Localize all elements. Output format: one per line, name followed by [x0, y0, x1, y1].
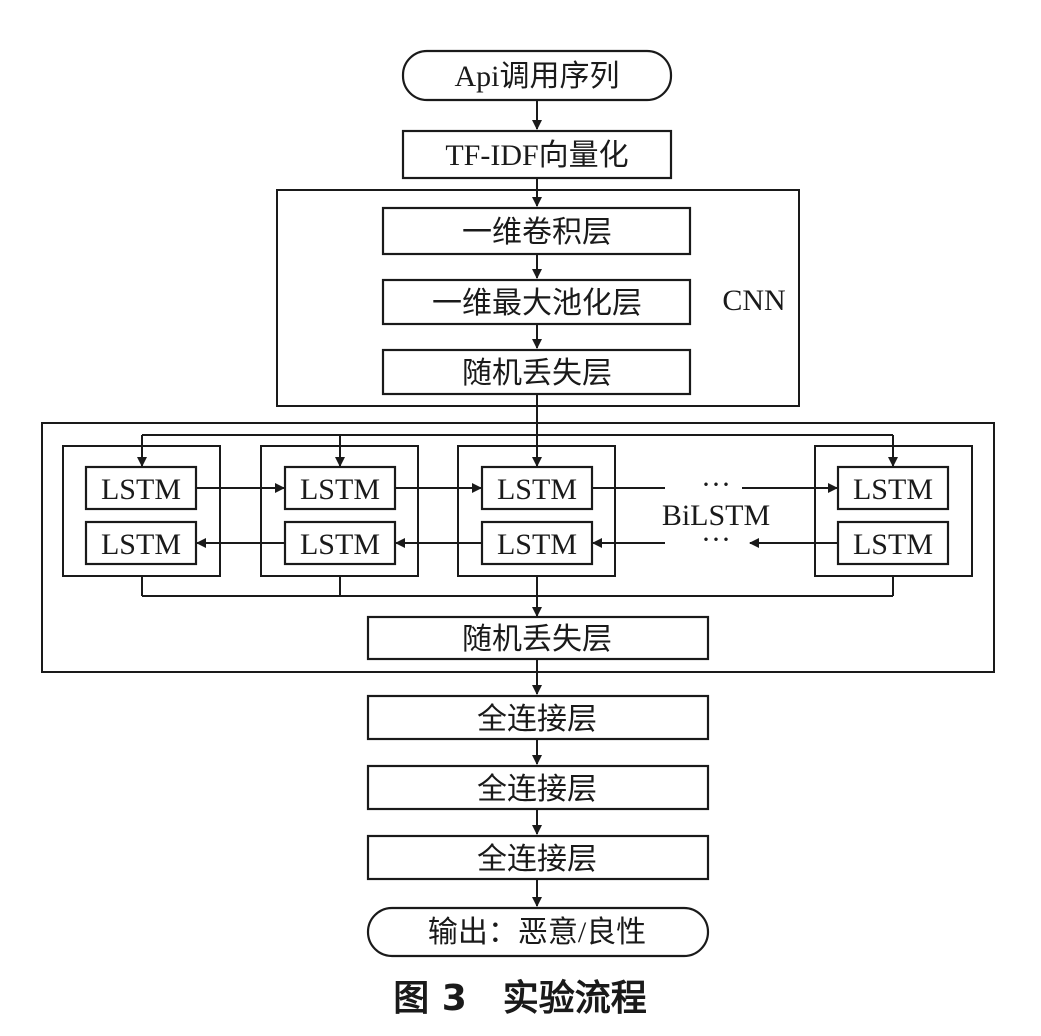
dense-node-3-label: 全连接层: [477, 843, 597, 876]
lstm-forward-2-label: LSTM: [300, 473, 380, 506]
lstm-backward-n-label: LSTM: [853, 528, 933, 561]
bilstm-input-distribution: [137, 434, 898, 467]
figure-caption: 图 3 实验流程: [393, 978, 647, 1019]
dense-node-1: [366, 694, 710, 741]
dense-node-1-label: 全连接层: [477, 703, 597, 736]
lstm-forward-3-label: LSTM: [497, 473, 577, 506]
lstm-forward-1: [84, 465, 198, 511]
tfidf-node: [401, 129, 673, 180]
dropout-cnn-node: [381, 348, 692, 396]
lstm-forward-1-label: LSTM: [101, 473, 181, 506]
lstm-backward-2-label: LSTM: [300, 528, 380, 561]
lstm-forward-n: [836, 465, 950, 511]
lstm-forward-n-label: LSTM: [853, 473, 933, 506]
dropout-bilstm-node: [366, 615, 710, 661]
output-node-label: 输出：恶意/良性: [428, 916, 646, 949]
maxpool1d-node: [381, 278, 692, 326]
maxpool1d-node-label: 一维最大池化层: [432, 287, 642, 320]
dropout-bilstm-node-label: 随机丢失层: [462, 623, 612, 656]
input-node-label: Api调用序列: [455, 60, 620, 93]
lstm-backward-2: [283, 520, 397, 566]
dense-node-3: [366, 834, 710, 881]
output-node: [366, 906, 710, 958]
bilstm-output-merge: [141, 576, 894, 597]
cnn-group-label: CNN: [722, 284, 785, 317]
conv1d-node: [381, 206, 692, 256]
tfidf-node-label: TF-IDF向量化: [445, 139, 628, 172]
lstm-forward-3: [480, 465, 594, 511]
dense-node-2: [366, 764, 710, 811]
conv1d-node-label: 一维卷积层: [462, 216, 612, 249]
forward-ellipsis: ···: [701, 468, 731, 501]
lstm-backward-3: [480, 520, 594, 566]
input-node: [401, 49, 673, 102]
lstm-backward-1-label: LSTM: [101, 528, 181, 561]
bilstm-group-frame: [41, 422, 995, 673]
bilstm-group-label: BiLSTM: [662, 499, 770, 532]
dropout-cnn-node-label: 随机丢失层: [462, 357, 612, 390]
lstm-backward-3-label: LSTM: [497, 528, 577, 561]
backward-ellipsis: ···: [701, 523, 731, 556]
dense-node-2-label: 全连接层: [477, 773, 597, 806]
lstm-backward-n: [836, 520, 950, 566]
